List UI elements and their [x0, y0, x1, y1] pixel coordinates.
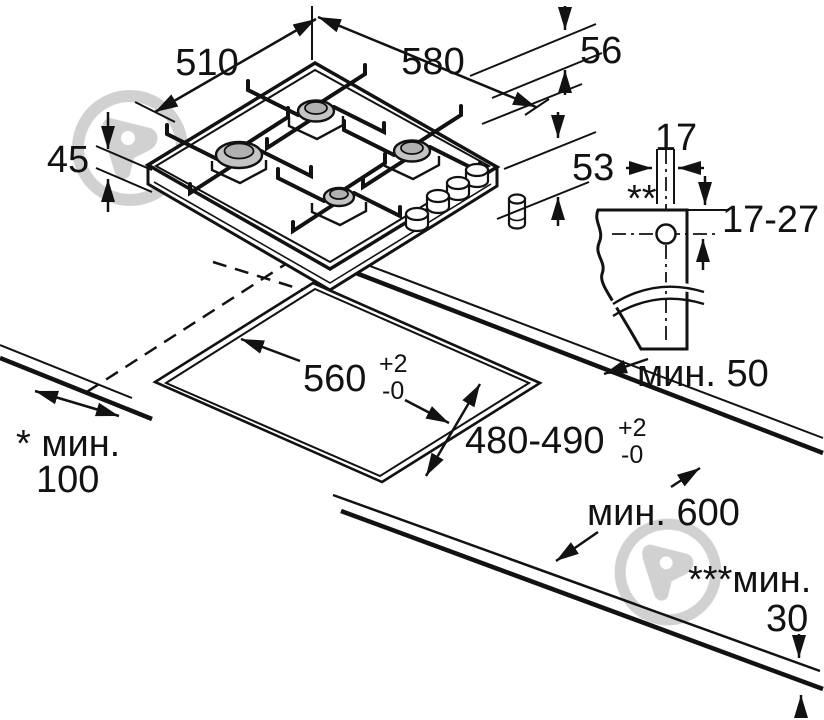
dim-580-line	[317, 15, 537, 109]
projection-lines	[81, 258, 304, 397]
burner-plinths	[210, 116, 441, 227]
burner-plinth	[210, 160, 268, 185]
bracket-detail	[595, 149, 729, 351]
grate-bar	[417, 104, 463, 144]
grate-bar	[165, 123, 219, 161]
worktop-back-edge-thick	[329, 260, 824, 456]
burner-plinth	[310, 202, 368, 227]
bracket-break-line-2	[612, 297, 705, 318]
dim-min100-line	[34, 389, 120, 418]
knob	[445, 175, 471, 202]
height-label: 45	[47, 139, 89, 181]
grate-bar	[188, 164, 234, 197]
burner-left	[214, 140, 264, 170]
dim-min50-arrow	[603, 357, 649, 376]
dimension-lines	[34, 6, 808, 718]
dim-480-line	[424, 383, 482, 477]
side-clearance-value: 100	[36, 459, 99, 501]
cutout-depth-label: 480-490 +2 -0	[465, 414, 651, 469]
worktop-front-edge-thick	[340, 508, 824, 692]
dimension-labels: 510 580 45 56 53 17 ** 17-27 мин. 50 560…	[16, 30, 819, 640]
grate-bar	[332, 105, 386, 136]
bracket-offset-label: 17	[655, 117, 697, 159]
bracket-cross-section	[595, 208, 689, 351]
grate-bar	[291, 203, 335, 235]
hob-top-surface	[144, 60, 501, 272]
depth-label: 510	[175, 42, 238, 84]
grate-bar	[352, 191, 402, 220]
cutout-inner	[163, 287, 532, 478]
side-clearance-prefix: * мин.	[16, 423, 120, 465]
dim-560-arrow-left	[240, 337, 301, 363]
side-wall-edge-thick	[0, 355, 153, 422]
dim-560-arrow-right	[404, 398, 450, 425]
bracket-break-line-1	[612, 285, 705, 306]
hob	[144, 60, 501, 292]
front-clearance-prefix: ***мин.	[688, 559, 811, 601]
control-knobs	[404, 162, 490, 233]
hob-body-bottom-line	[153, 181, 492, 284]
cutout-width-label: 560 +2 -0	[303, 350, 412, 405]
grate-bar	[259, 149, 313, 180]
projection-dashed-front	[212, 260, 304, 292]
bracket-note-label: **	[627, 178, 657, 220]
burner-plinth	[383, 156, 441, 181]
burner-front	[322, 186, 356, 208]
grate-height-label: 56	[580, 30, 622, 72]
burner-right	[392, 139, 432, 163]
cutout-outer	[152, 281, 543, 484]
rear-clearance-label: мин. 50	[637, 353, 769, 395]
side-wall-edge-thin	[0, 344, 133, 399]
front-clearance-value: 30	[766, 598, 808, 640]
mounting-hole	[655, 223, 677, 245]
knob	[404, 206, 430, 233]
knob	[425, 188, 451, 215]
burner-back	[296, 99, 336, 123]
width-label: 580	[401, 41, 464, 83]
dim-min600-arrow-up	[670, 466, 701, 489]
worktop-back-edge-thin	[327, 249, 824, 439]
grate-bar	[276, 167, 326, 203]
worktop	[0, 249, 824, 692]
dim-510-line	[154, 17, 317, 114]
burner-plinth	[287, 116, 345, 141]
mount-depth-label: 53	[572, 147, 614, 189]
worktop-depth-label: мин. 600	[587, 492, 740, 534]
knob	[464, 162, 490, 189]
dim-min600-arrow-down	[555, 530, 599, 563]
projection-dashed-left	[81, 258, 293, 397]
hole-depth-label: 17-27	[722, 199, 819, 241]
watermark-logo	[72, 90, 722, 626]
gas-pipe	[507, 193, 527, 230]
worktop-front-edge-thin	[332, 493, 821, 673]
